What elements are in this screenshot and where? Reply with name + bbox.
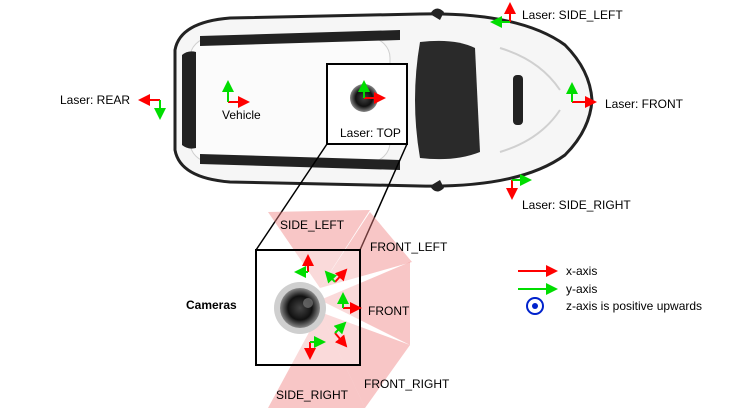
laser-top-axes (358, 80, 386, 104)
camera-front-left-label: FRONT_LEFT (370, 240, 448, 254)
laser-front-label: Laser: FRONT (605, 97, 684, 111)
fov-front (320, 262, 410, 345)
legend-symbols (518, 265, 558, 315)
vehicle-label: Vehicle (222, 108, 261, 122)
laser-side-right-label: Laser: SIDE_RIGHT (522, 198, 631, 212)
camera-front-label: FRONT (368, 304, 410, 318)
laser-rear-axes (138, 94, 166, 120)
legend-y-label: y-axis (566, 282, 598, 296)
legend-z-symbol (526, 297, 544, 315)
laser-rear-label: Laser: REAR (60, 93, 131, 107)
camera-front-right-label: FRONT_RIGHT (364, 377, 450, 391)
camera-side-left-label: SIDE_LEFT (280, 218, 345, 232)
laser-side-left-label: Laser: SIDE_LEFT (522, 8, 623, 22)
laser-top-label: Laser: TOP (340, 126, 401, 140)
legend-x-label: x-axis (566, 264, 598, 278)
vehicle-top-view (173, 8, 594, 192)
legend-z-label: z-axis is positive upwards (566, 299, 703, 313)
cameras-title: Cameras (186, 298, 237, 312)
laser-side-left-axes (490, 2, 516, 28)
vehicle-axes (222, 80, 250, 108)
zoom-connector (255, 143, 408, 251)
camera-side-right-label: SIDE_RIGHT (276, 388, 349, 402)
camera-axes (294, 254, 362, 360)
laser-front-axes (566, 82, 597, 108)
laser-side-right-axes (506, 174, 532, 200)
fov-side-right (268, 312, 365, 408)
